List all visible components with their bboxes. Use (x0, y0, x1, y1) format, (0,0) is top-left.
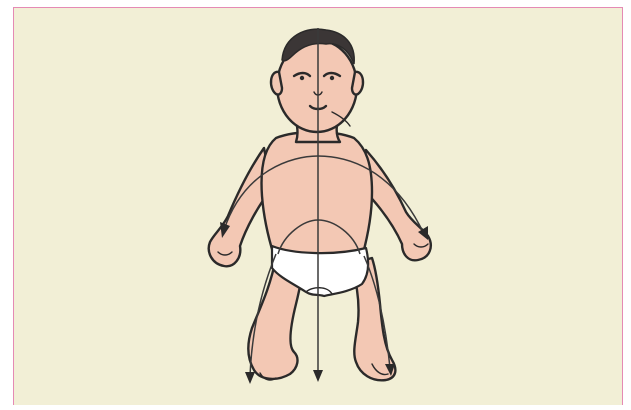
head (271, 29, 363, 132)
figure-frame (13, 7, 623, 405)
baby-measurement-illustration (14, 8, 623, 405)
